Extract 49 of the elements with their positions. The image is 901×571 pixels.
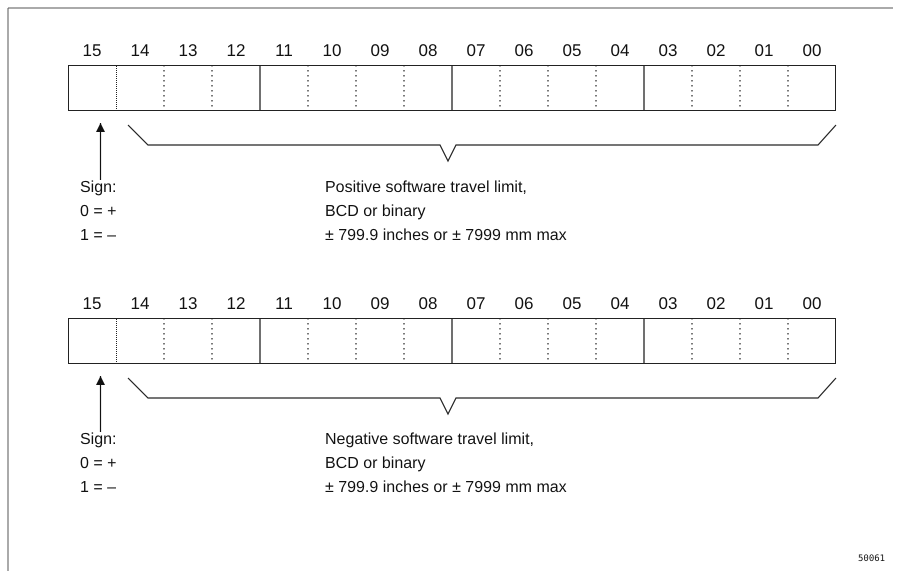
bit-number: 14 [130, 294, 150, 314]
sign-note: Sign: [80, 178, 116, 198]
bit-number: 15 [82, 41, 102, 61]
bit-number: 09 [370, 294, 390, 314]
bit-number: 03 [658, 294, 678, 314]
bit-number: 13 [178, 294, 198, 314]
bit-number: 12 [226, 294, 246, 314]
bit-number: 14 [130, 41, 150, 61]
bit-number: 06 [514, 294, 534, 314]
bit-number: 05 [562, 294, 582, 314]
field-description: ± 799.9 inches or ± 7999 mm max [325, 226, 567, 246]
bit-number: 09 [370, 41, 390, 61]
bit-number: 08 [418, 41, 438, 61]
bit-number: 10 [322, 41, 342, 61]
bit-number: 10 [322, 294, 342, 314]
bit-number: 00 [802, 294, 822, 314]
bit-number: 02 [706, 41, 726, 61]
bit-number: 08 [418, 294, 438, 314]
figure-number: 50061 [858, 554, 886, 564]
bit-number: 03 [658, 41, 678, 61]
bit-number: 11 [275, 41, 293, 61]
field-description: ± 799.9 inches or ± 7999 mm max [325, 478, 567, 498]
arrow [96, 376, 105, 432]
bit-number: 05 [562, 41, 582, 61]
sign-note: 0 = + [80, 202, 116, 222]
bit-number: 04 [610, 294, 630, 314]
sign-note: 0 = + [80, 454, 116, 474]
bit-number: 01 [754, 294, 774, 314]
register-bar [68, 318, 836, 364]
sign-note: 1 = – [80, 478, 116, 498]
bit-number: 07 [466, 41, 486, 61]
bit-number: 00 [802, 41, 822, 61]
bit-number: 07 [466, 294, 486, 314]
register-bar [68, 65, 836, 111]
bit-number: 04 [610, 41, 630, 61]
bit-number: 01 [754, 41, 774, 61]
field-description: Negative software travel limit, [325, 430, 534, 450]
arrow [96, 123, 105, 180]
bit-number: 11 [275, 294, 293, 314]
sign-note: 1 = – [80, 226, 116, 246]
sign-note: Sign: [80, 430, 116, 450]
bit-number: 06 [514, 41, 534, 61]
field-description: BCD or binary [325, 202, 426, 222]
bit-number: 15 [82, 294, 102, 314]
field-description: Positive software travel limit, [325, 178, 527, 198]
bit-number: 12 [226, 41, 246, 61]
bit-number: 13 [178, 41, 198, 61]
bit-number: 02 [706, 294, 726, 314]
field-description: BCD or binary [325, 454, 426, 474]
